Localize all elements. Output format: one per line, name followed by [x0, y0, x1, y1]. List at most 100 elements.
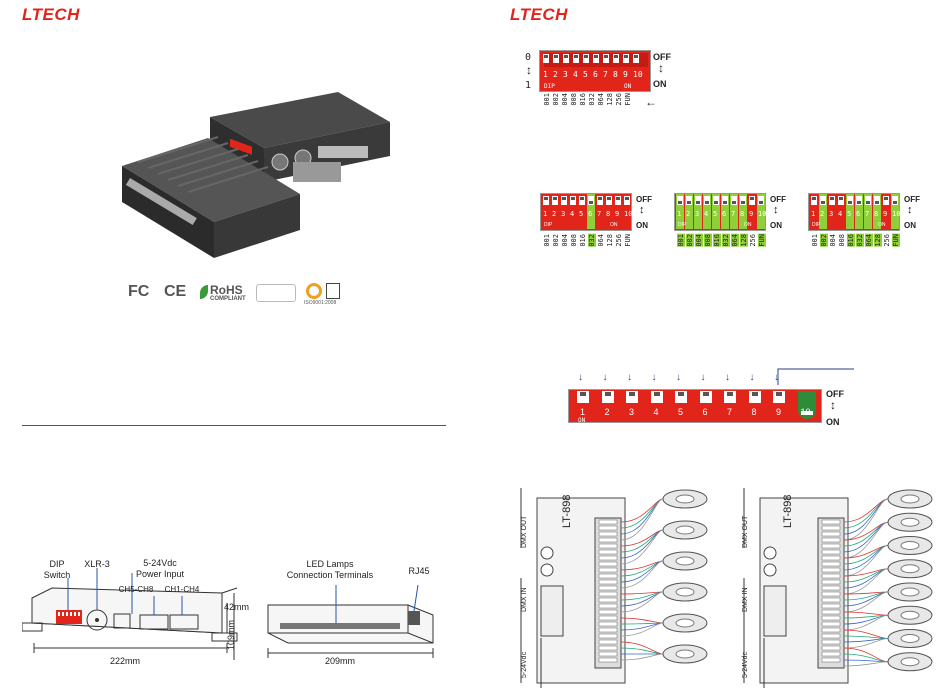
- led-wire: [843, 521, 889, 559]
- dip-value-label: 016: [579, 93, 587, 106]
- dip-on-highlight: [757, 194, 765, 229]
- dmx-in-right: DMX IN: [742, 587, 749, 613]
- dip-position-label: 4: [570, 210, 575, 218]
- dip-position-label: 1: [543, 210, 548, 218]
- terminal-screw: [598, 525, 618, 531]
- dip-position-label: 3: [829, 210, 834, 218]
- dip-knob: [589, 201, 593, 204]
- terminal-screw: [598, 609, 618, 615]
- terminal-screw: [598, 603, 618, 609]
- terminal-screw: [598, 537, 618, 543]
- terminal-screw: [821, 537, 841, 543]
- dip-value-label: 016: [847, 234, 855, 247]
- led-strip-hub: [675, 556, 695, 566]
- led-strip-hub: [675, 649, 695, 659]
- dip-knob: [624, 55, 628, 58]
- terminal-screw: [598, 573, 618, 579]
- power-right: 5-24Vdc: [742, 651, 749, 678]
- dip-toggle: [633, 54, 639, 63]
- dip-position-label: 4: [838, 210, 843, 218]
- dip-on-label: ON: [653, 79, 667, 89]
- callout-led-line1: LED Lamps: [306, 559, 354, 569]
- dip-wide-off: OFF: [826, 389, 844, 399]
- dip-on-word: ON: [878, 222, 886, 228]
- dip-toggle: [829, 196, 835, 205]
- terminal-screw: [821, 573, 841, 579]
- dip-toggle: [847, 196, 853, 205]
- dip-wide-knob: [727, 392, 733, 396]
- callout-dip-line2: Switch: [43, 570, 71, 580]
- power-terminal: [763, 585, 787, 637]
- dip-value-label: 002: [552, 93, 560, 106]
- dip-knob: [634, 55, 638, 58]
- led-wire: [620, 617, 664, 624]
- dip-off-label: OFF: [770, 195, 786, 204]
- dip-updown-right-icon: ↕: [658, 61, 664, 75]
- dip-position-label: 8: [740, 210, 745, 218]
- dip-position-label: 6: [722, 210, 727, 218]
- dip-off-label: OFF: [636, 195, 652, 204]
- led-wire: [620, 498, 664, 541]
- power-left: 5-24Vdc: [521, 651, 528, 678]
- led-wire: [843, 614, 889, 631]
- terminal-screw: [821, 603, 841, 609]
- dip-wide-knob: [751, 392, 758, 396]
- callout-rj45: RJ45: [408, 566, 430, 576]
- dip-knob: [598, 197, 602, 200]
- dip-knob: [696, 201, 700, 204]
- dip-knob: [584, 55, 588, 58]
- dip-off-label: OFF: [653, 52, 671, 62]
- dip-toggle: [686, 196, 692, 205]
- dim-height: 42mm: [224, 602, 250, 612]
- dip-value-label: 004: [829, 234, 837, 247]
- terminal-screw: [821, 555, 841, 561]
- dip-toggle: [603, 54, 609, 63]
- dip-knob: [884, 197, 888, 200]
- dip-knob: [857, 201, 861, 204]
- dip-position-label: 1: [677, 210, 682, 218]
- dip-value-label: 008: [704, 234, 712, 247]
- down-arrow-icon: ↓: [651, 372, 657, 383]
- dip-position-label: 6: [588, 210, 593, 218]
- dip-wide-on: ON: [826, 417, 840, 427]
- dip-position-label: 2: [553, 70, 558, 79]
- terminal-screw: [598, 561, 618, 567]
- dip-wide-knob: [580, 392, 586, 396]
- dip-knob: [616, 197, 620, 200]
- dip-position-label: 9: [623, 70, 628, 79]
- side-view-drawing: [22, 568, 238, 660]
- dip-knob: [564, 55, 568, 58]
- callout-dip-switch: DIP Switch: [42, 559, 72, 581]
- dip-wide-position-label: 8: [751, 407, 757, 417]
- dip-position-label: 10: [892, 210, 901, 218]
- led-strip-hub: [900, 494, 920, 504]
- dip-wide-knob: [629, 392, 635, 396]
- dip-knob: [714, 201, 718, 204]
- terminal-screw: [598, 585, 618, 591]
- dip-position-label: 1: [811, 210, 816, 218]
- dip-on-label: ON: [770, 221, 782, 230]
- dip-knob: [604, 55, 608, 58]
- dip-wide-position-label: 2: [604, 407, 610, 417]
- led-strip-hub: [900, 610, 920, 620]
- dip-knob: [562, 197, 566, 200]
- dim-height-total: 109mm: [226, 619, 237, 651]
- led-strip-hub: [675, 525, 695, 535]
- led-wire: [620, 529, 664, 547]
- dip-toggle: [543, 196, 549, 205]
- dip-on-highlight: [676, 194, 684, 229]
- dip-toggle: [892, 196, 898, 205]
- terminal-screw: [598, 597, 618, 603]
- dip-value-label: 032: [588, 93, 596, 106]
- dip-on-highlight: [739, 194, 747, 229]
- dip-position-label: 7: [603, 70, 608, 79]
- dip-value-label: 001: [811, 234, 819, 247]
- dip-knob: [750, 197, 754, 200]
- dip-toggle: [579, 196, 585, 205]
- led-wire: [843, 545, 889, 559]
- dip-value-label: 256: [883, 234, 891, 247]
- dmx-out-right: DMX OUT: [742, 515, 749, 548]
- dip-knob: [571, 197, 575, 200]
- dip-wide-knob: [653, 392, 660, 396]
- dip-position-label: 1: [543, 70, 548, 79]
